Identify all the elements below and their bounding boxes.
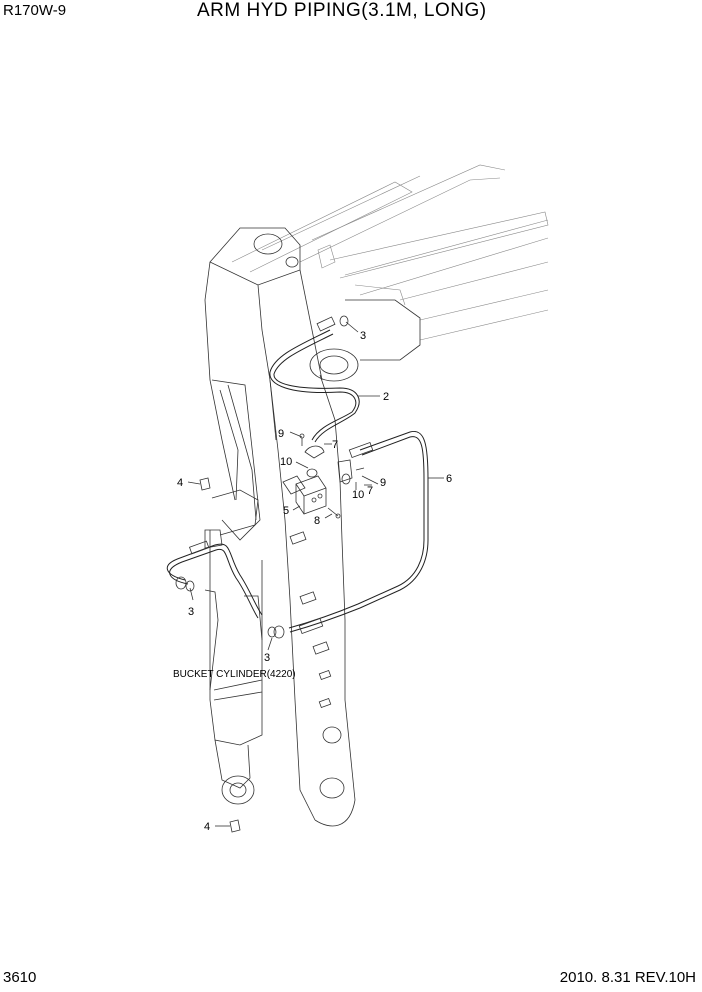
callout-7: 7 [332,439,338,451]
date-revision: 2010. 8.31 REV.10H [559,969,696,986]
hose-2 [269,316,360,443]
leader-lines [187,321,444,827]
arm-body [204,227,359,827]
callout-9: 9 [278,428,284,440]
boom [231,164,549,361]
callout-9: 9 [380,477,386,489]
callout-10: 10 [280,456,292,468]
callout-5: 5 [283,505,289,517]
callout-3: 3 [264,652,270,664]
callout-4: 4 [177,477,183,489]
fittings [175,315,365,833]
page-number: 3610 [3,969,37,986]
hose-left [167,540,263,619]
callout-3: 3 [188,606,194,618]
hose-6 [288,430,429,635]
callout-4: 4 [204,821,210,833]
bucket-cylinder-label: BUCKET CYLINDER(4220) [173,669,296,680]
callout-10: 10 [352,489,364,501]
callout-3: 3 [360,330,366,342]
bucket-cylinder [204,489,263,805]
callout-8: 8 [314,515,320,527]
callout-7: 7 [367,485,373,497]
page-title: ARM HYD PIPING(3.1M, LONG) [197,0,487,21]
callout-2: 2 [383,391,389,403]
callout-6: 6 [446,473,452,485]
model-code: R170W-9 [3,2,67,19]
